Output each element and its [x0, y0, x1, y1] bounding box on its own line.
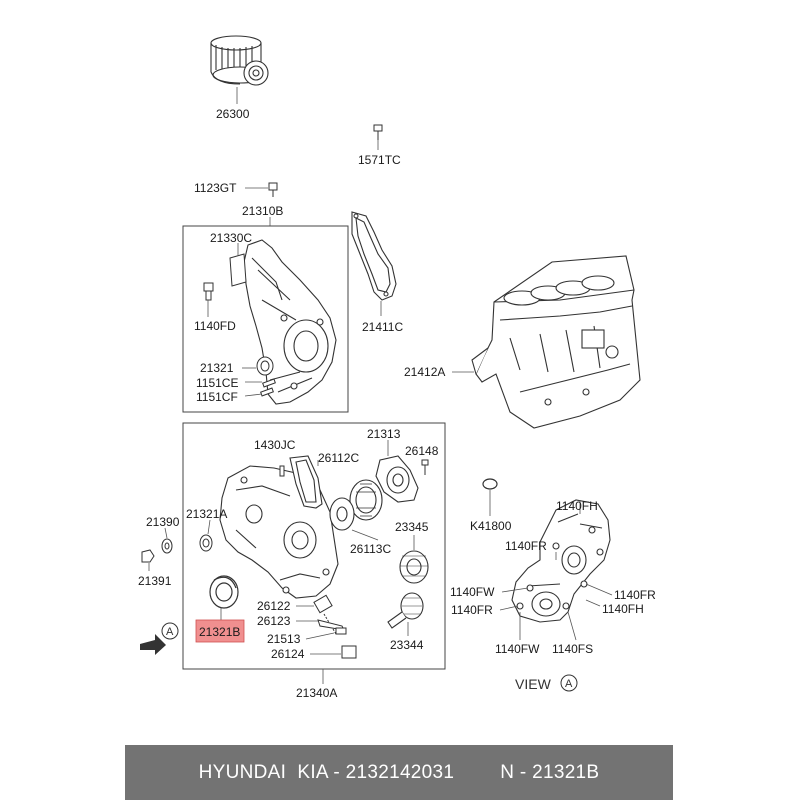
view-a-caption: VIEW	[515, 676, 552, 692]
part-number-banner: HYUNDAI KIA - 2132142031 N - 21321B	[125, 745, 673, 800]
label-21321b[interactable]: 21321B	[199, 625, 240, 639]
label-21313[interactable]: 21313	[367, 427, 401, 441]
label-26122[interactable]: 26122	[257, 599, 291, 613]
rotor-gears-drawing	[329, 479, 383, 531]
highlight-21321b[interactable]	[195, 619, 245, 643]
label-26148[interactable]: 26148	[405, 444, 439, 458]
label-26112c[interactable]: 26112C	[318, 451, 359, 465]
label-21390[interactable]: 21390	[146, 515, 180, 529]
label-1140fr-right[interactable]: 1140FR	[614, 588, 656, 602]
arrow-a-letter: A	[166, 626, 174, 638]
label-1140fr-left[interactable]: 1140FR	[451, 603, 493, 617]
label-1140fw-left[interactable]: 1140FW	[450, 585, 495, 599]
seal-21321-drawing	[256, 356, 274, 376]
label-1140fr-top[interactable]: 1140FR	[505, 539, 547, 553]
plug-21391-drawing	[141, 549, 155, 563]
label-1140fh-top[interactable]: 1140FH	[556, 499, 598, 513]
label-21310b[interactable]: 21310B	[242, 204, 283, 218]
label-26113c[interactable]: 26113C	[350, 542, 391, 556]
relief-valve-drawing	[313, 594, 357, 659]
label-21391[interactable]: 21391	[138, 574, 172, 588]
label-21513[interactable]: 21513	[267, 632, 301, 646]
label-23345[interactable]: 23345	[395, 520, 429, 534]
label-1151cf[interactable]: 1151CF	[196, 390, 238, 404]
label-21411c[interactable]: 21411C	[362, 320, 403, 334]
footer-brand-number: HYUNDAI KIA - 2132142031	[198, 761, 455, 783]
view-arrow	[140, 622, 179, 655]
pins-1151-drawing	[260, 378, 276, 397]
label-k41800[interactable]: K41800	[470, 519, 512, 533]
cover-26112c-drawing	[289, 455, 323, 509]
label-21321[interactable]: 21321	[200, 361, 234, 375]
label-1140fw-bottom[interactable]: 1140FW	[495, 642, 540, 656]
seal-21321b-drawing	[209, 575, 239, 609]
label-1571tc[interactable]: 1571TC	[358, 153, 401, 167]
plug-1430jc-drawing	[279, 465, 285, 477]
oring-21390-drawing	[161, 538, 173, 554]
oring-k41800-drawing	[482, 478, 498, 490]
view-a-letter: A	[565, 678, 573, 690]
label-26124[interactable]: 26124	[271, 647, 305, 661]
label-1140fd[interactable]: 1140FD	[194, 319, 236, 333]
gear-23345-drawing	[399, 550, 429, 584]
lower-assembly-box	[182, 422, 446, 670]
upper-assembly-box	[182, 225, 349, 413]
timing-cover-drawing	[243, 239, 337, 405]
shaft-gear-23344-drawing	[387, 592, 424, 629]
seal-21321a-drawing	[199, 534, 213, 552]
footer-part-code: N - 21321B	[500, 761, 600, 783]
label-1123gt[interactable]: 1123GT	[194, 181, 237, 195]
label-21412a[interactable]: 21412A	[404, 365, 445, 379]
label-26300[interactable]: 26300	[216, 107, 250, 121]
gasket-21411c-drawing	[351, 211, 397, 301]
bolt-26148-drawing	[421, 459, 429, 475]
label-1140fs[interactable]: 1140FS	[552, 642, 593, 656]
front-case-drawing	[219, 465, 339, 599]
view-a-assembly-drawing	[511, 499, 611, 623]
label-1140fh-right[interactable]: 1140FH	[602, 602, 644, 616]
label-21330c[interactable]: 21330C	[210, 231, 252, 245]
bracket-21330c-drawing	[229, 253, 247, 287]
label-1151ce[interactable]: 1151CE	[196, 376, 238, 390]
bolt-1571tc-drawing	[373, 124, 383, 140]
label-26123[interactable]: 26123	[257, 614, 291, 628]
label-23344[interactable]: 23344	[390, 638, 424, 652]
bolt-1140fd-drawing	[203, 282, 214, 301]
label-21340a[interactable]: 21340A	[296, 686, 337, 700]
bolt-1123gt-drawing	[268, 182, 278, 197]
engine-block-drawing	[471, 255, 641, 429]
cover-21313-drawing	[375, 455, 419, 503]
label-1430jc[interactable]: 1430JC	[254, 438, 296, 452]
oil-filter-drawing	[210, 35, 269, 86]
label-21321a[interactable]: 21321A	[186, 507, 227, 521]
